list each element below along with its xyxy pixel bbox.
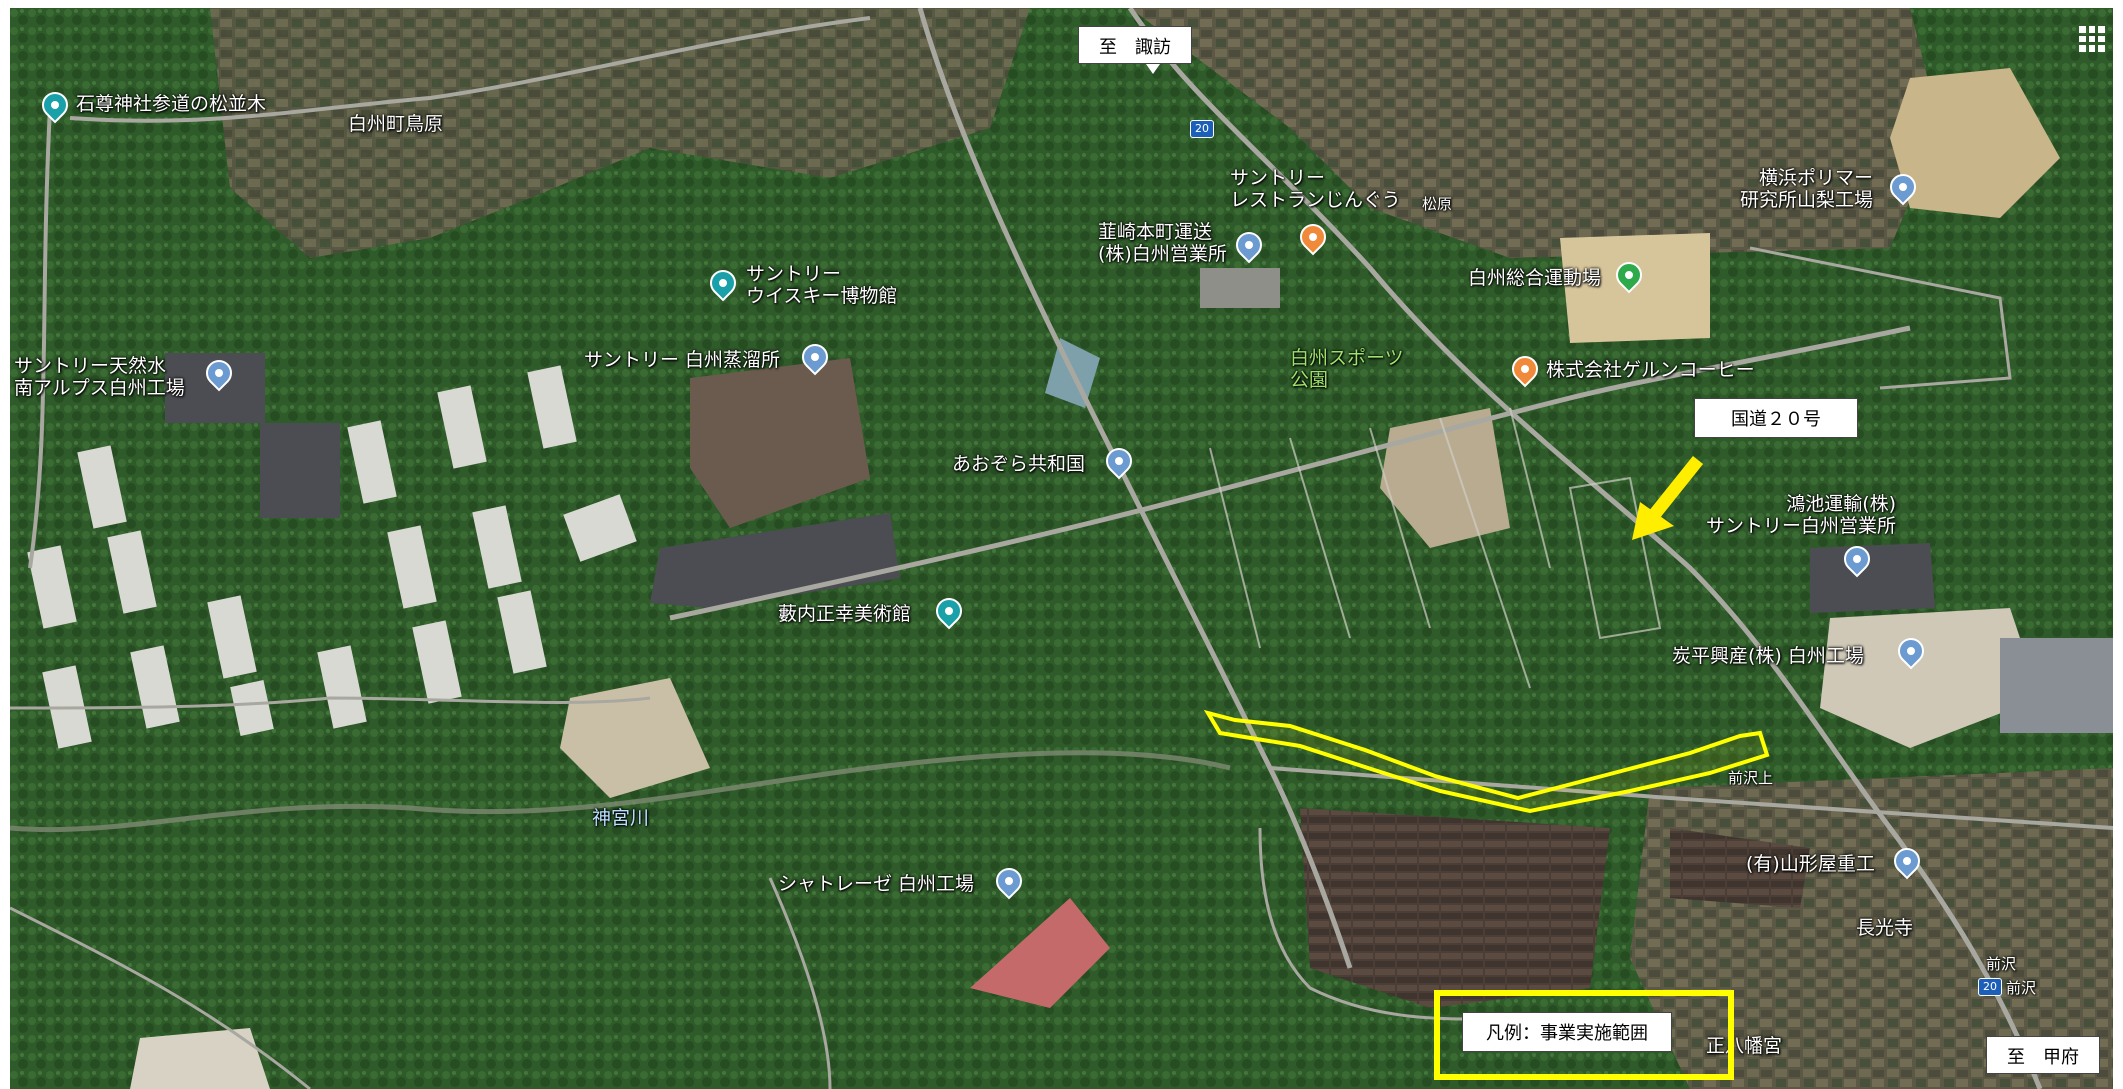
route-callout-box: 国道２０号 <box>1694 398 1858 438</box>
place-maezawa-2: 前沢 <box>2006 979 2037 997</box>
place-matsubara: 松原 <box>1422 195 1453 213</box>
map-imagery <box>10 8 2113 1089</box>
place-restaurant[interactable]: サントリー レストランじんぐう <box>1230 167 1401 211</box>
route-arrow <box>1632 455 1704 540</box>
place-maezawa: 前沢 <box>1986 955 2017 973</box>
place-koike[interactable]: 鴻池運輸(株) サントリー白州営業所 <box>1706 493 1897 537</box>
place-chokoji[interactable]: 長光寺 <box>1856 917 1914 939</box>
place-natural-water[interactable]: サントリー天然水 南アルプス白州工場 <box>14 355 185 399</box>
direction-south-box: 至 甲府 <box>1986 1036 2100 1074</box>
route-20-shield: 20 <box>1190 120 1214 138</box>
direction-north-box: 至 諏訪 <box>1078 26 1192 64</box>
project-area-outline <box>1203 709 1770 814</box>
place-yabuuchi[interactable]: 藪内正幸美術館 <box>778 603 912 625</box>
place-tanpei[interactable]: 炭平興産(株) 白州工場 <box>1672 645 1864 667</box>
place-gerson[interactable]: 株式会社ゲルンコーヒー <box>1546 359 1755 381</box>
legend-label: 凡例：事業実施範囲 <box>1462 1012 1672 1052</box>
place-distillery[interactable]: サントリー 白州蒸溜所 <box>584 349 781 371</box>
place-maezawa-kami: 前沢上 <box>1728 769 1774 787</box>
apps-grid-icon[interactable] <box>2079 26 2105 52</box>
place-torihara: 白州町鳥原 <box>348 113 444 135</box>
place-aozora[interactable]: あおぞら共和国 <box>952 453 1086 475</box>
place-shrine-pines[interactable]: 石尊神社参道の松並木 <box>76 93 267 115</box>
place-sports-park[interactable]: 白州スポーツ 公園 <box>1290 347 1404 391</box>
satellite-map[interactable]: 20 20 石尊神社参道の松並木 白州町鳥原 サントリー ウイスキー博物館 サン… <box>10 8 2113 1089</box>
place-sogo-undojo[interactable]: 白州総合運動場 <box>1468 267 1602 289</box>
place-nirasaki-unso[interactable]: 韮崎本町運送 (株)白州営業所 <box>1098 221 1227 265</box>
direction-north-pointer <box>1146 64 1160 74</box>
place-chateraise[interactable]: シャトレーゼ 白州工場 <box>778 873 975 895</box>
place-whisky-museum[interactable]: サントリー ウイスキー博物館 <box>746 263 898 307</box>
place-yamagataya[interactable]: (有)山形屋重工 <box>1746 853 1875 875</box>
place-jingu-river: 神宮川 <box>592 807 650 829</box>
legend-frame <box>1434 990 1734 1080</box>
place-polymer[interactable]: 横浜ポリマー 研究所山梨工場 <box>1740 167 1874 211</box>
route-20-shield-2: 20 <box>1978 978 2002 996</box>
place-hachimangu[interactable]: 正八幡宮 <box>1706 1035 1783 1057</box>
